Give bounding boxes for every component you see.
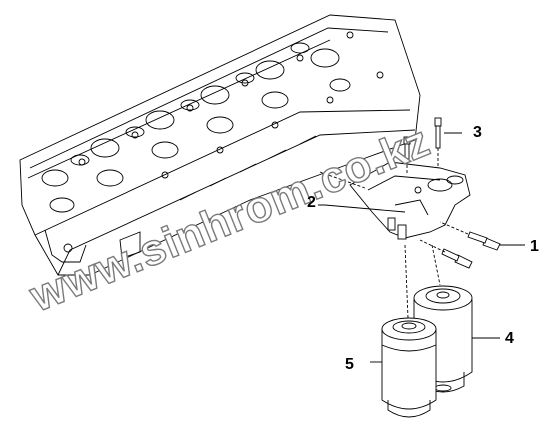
- assembly-lines: [319, 171, 441, 319]
- callout-3: 3: [473, 124, 482, 141]
- fuel-filter-5: [381, 317, 437, 418]
- head-bolts: [78, 31, 384, 179]
- fixing-bolts: [419, 221, 501, 269]
- valve-pockets: [41, 42, 351, 213]
- cylinder-head: [19, 14, 421, 276]
- callout-4: 4: [505, 330, 514, 347]
- callout-5: 5: [345, 356, 354, 373]
- filter-head-bracket: [349, 161, 471, 240]
- callout-1: 1: [530, 238, 539, 255]
- callout-2: 2: [307, 194, 316, 211]
- mounting-studs: [403, 117, 442, 175]
- leader-lines: [318, 132, 525, 363]
